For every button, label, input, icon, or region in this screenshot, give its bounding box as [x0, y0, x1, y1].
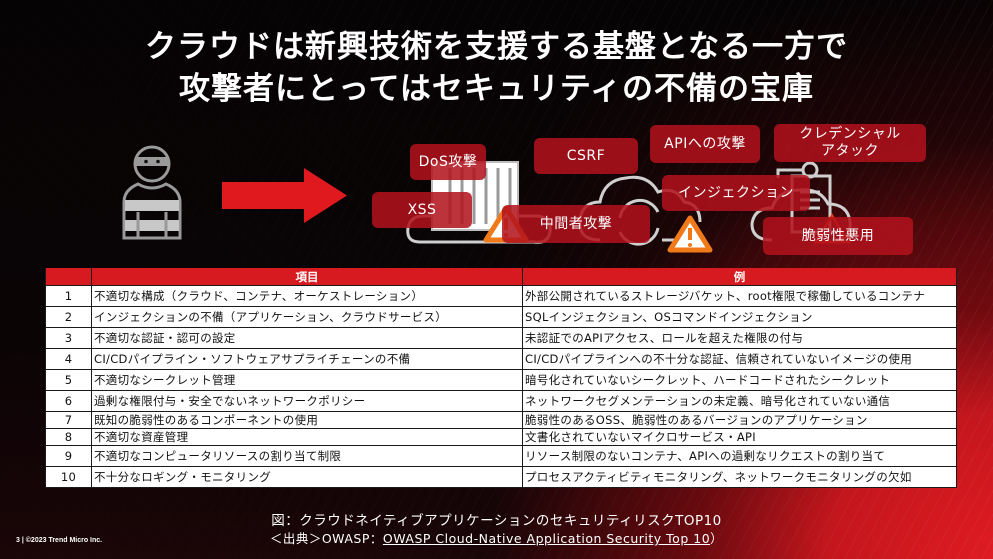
copyright: ©2023 Trend Micro Inc.: [25, 537, 103, 544]
row-item: 不適切な資産管理: [91, 428, 523, 446]
row-item: 既知の脆弱性のあるコンポーネントの使用: [91, 411, 523, 429]
row-item: 過剰な権限付与・安全でないネットワークポリシー: [91, 390, 523, 412]
row-number: 5: [45, 369, 92, 391]
row-example: 文書化されていないマイクロサービス・API: [522, 428, 957, 446]
row-number: 10: [45, 466, 92, 488]
row-number: 1: [45, 285, 92, 307]
attack-tag-dos: DoS攻撃: [410, 144, 486, 180]
row-number: 6: [45, 390, 92, 412]
attack-tag-credential-line-2: アタック: [821, 143, 879, 159]
row-number: 2: [45, 306, 92, 328]
row-number: 4: [45, 348, 92, 370]
attack-tag-credential-line-1: クレデンシャル: [799, 126, 901, 142]
header-item: 項目: [91, 268, 523, 286]
attack-tag-mitm: 中間者攻撃: [502, 205, 650, 243]
figure-caption: 図：クラウドネイティブアプリケーションのセキュリティリスクTOP10 ＜出典＞O…: [0, 512, 993, 548]
footer-divider: |: [21, 537, 26, 544]
right-arrow-icon: [222, 168, 347, 223]
row-example: リソース制限のないコンテナ、APIへの過剰なリクエストの割り当て: [522, 445, 957, 467]
row-item: 不適切なコンピュータリソースの割り当て制限: [91, 445, 523, 467]
row-number: 9: [45, 445, 92, 467]
figure-caption-title: 図：クラウドネイティブアプリケーションのセキュリティリスクTOP10: [271, 513, 722, 529]
figure-source: ＜出典＞OWASP：OWASP Cloud-Native Application…: [0, 530, 993, 548]
header-example: 例: [522, 268, 957, 286]
row-example: 脆弱性のあるOSS、脆弱性のあるバージョンのアプリケーション: [522, 411, 957, 429]
row-example: CI/CDパイプラインへの不十分な認証、信頼されていないイメージの使用: [522, 348, 957, 370]
row-example: プロセスアクティビティモニタリング、ネットワークモニタリングの欠如: [522, 466, 957, 488]
table-header-row: 項目 例: [45, 268, 957, 286]
attack-tag-vuln-exploit: 脆弱性悪用: [763, 217, 913, 255]
source-suffix: ）: [710, 531, 724, 546]
row-example: ネットワークセグメンテーションの未定義、暗号化されていない通信: [522, 390, 957, 412]
row-example: 外部公開されているストレージバケット、root権限で稼働しているコンテナ: [522, 285, 957, 307]
attack-tag-xss: XSS: [372, 192, 472, 228]
row-item: 不十分なロギング・モニタリング: [91, 466, 523, 488]
row-item: 不適切な認証・認可の設定: [91, 327, 523, 349]
row-number: 3: [45, 327, 92, 349]
attack-tag-injection: インジェクション: [662, 175, 810, 211]
page-number: 3: [16, 537, 20, 544]
attack-tag-credential: クレデンシャル アタック: [774, 124, 926, 162]
row-number: 7: [45, 411, 92, 429]
source-link[interactable]: OWASP Cloud-Native Application Security …: [382, 531, 711, 546]
row-number: 8: [45, 428, 92, 446]
row-item: CI/CDパイプライン・ソフトウェアサプライチェーンの不備: [91, 348, 523, 370]
attack-illustration: DoS攻撃 CSRF APIへの攻撃 クレデンシャル アタック XSS インジェ…: [372, 124, 926, 260]
masked-attacker-icon: [122, 145, 182, 240]
row-example: SQLインジェクション、OSコマンドインジェクション: [522, 306, 957, 328]
slide-title: クラウドは新興技術を支援する基盤となる一方で 攻撃者にとってはセキュリティの不備…: [0, 26, 993, 110]
row-item: 不適切な構成（クラウド、コンテナ、オーケストレーション）: [91, 285, 523, 307]
header-number: [45, 268, 92, 286]
title-line-1: クラウドは新興技術を支援する基盤となる一方で: [144, 29, 849, 65]
row-example: 暗号化されていないシークレット、ハードコードされたシークレット: [522, 369, 957, 391]
warning-icon: [667, 215, 713, 253]
attack-tag-api: APIへの攻撃: [650, 125, 760, 163]
row-item: インジェクションの不備（アプリケーション、クラウドサービス）: [91, 306, 523, 328]
attack-tag-csrf: CSRF: [534, 138, 638, 174]
title-line-2: 攻撃者にとってはセキュリティの不備の宝庫: [178, 71, 815, 107]
row-item: 不適切なシークレット管理: [91, 369, 523, 391]
source-prefix: ＜出典＞OWASP：: [269, 531, 383, 546]
row-example: 未認証でのAPIアクセス、ロールを超えた権限の付与: [522, 327, 957, 349]
slide-footer: 3 | ©2023 Trend Micro Inc.: [16, 537, 102, 544]
